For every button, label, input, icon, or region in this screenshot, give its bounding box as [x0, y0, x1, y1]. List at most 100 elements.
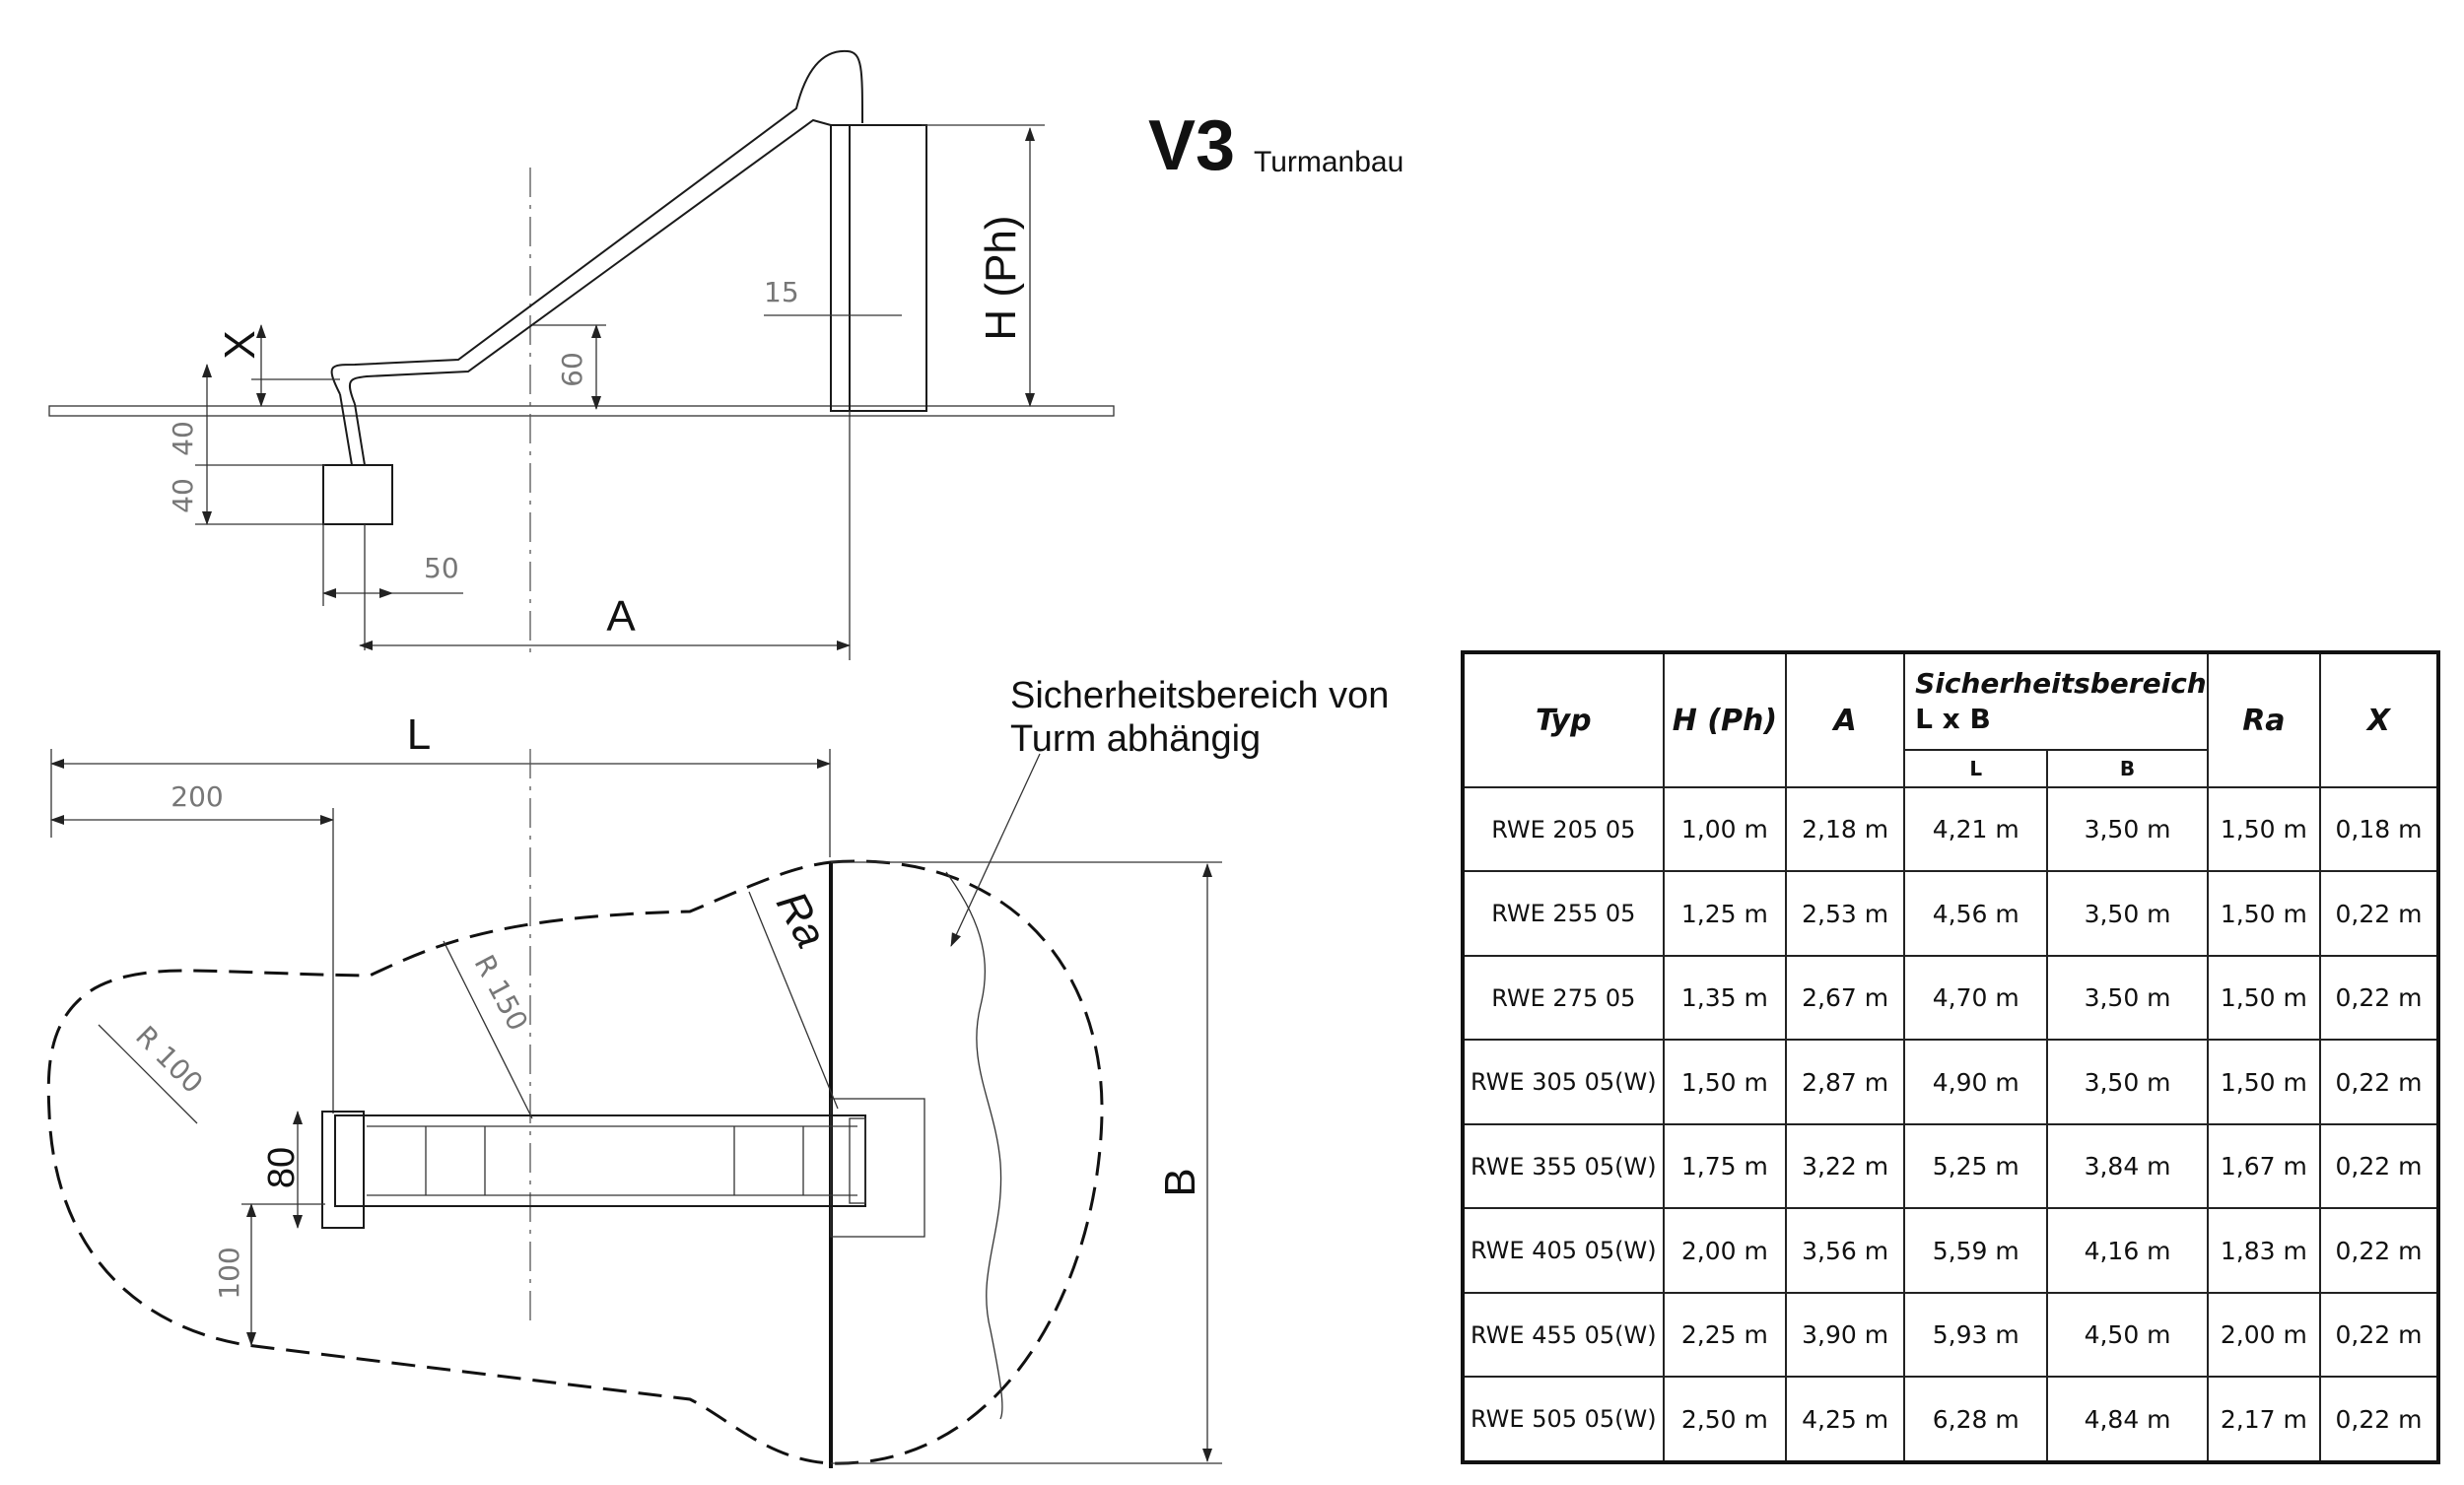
cell-l: 4,21 m	[1903, 785, 2049, 873]
header-typ: Typ	[1462, 651, 1665, 788]
cell-ra: 1,83 m	[2206, 1207, 2322, 1294]
label-b: B	[1156, 1168, 1204, 1196]
cell-h: 1,25 m	[1662, 870, 1788, 957]
cell-h: 1,35 m	[1662, 954, 1788, 1042]
label-ra: Ra	[767, 884, 836, 956]
cell-typ: RWE 455 05(W)	[1462, 1291, 1665, 1379]
label-40-upper: 40	[167, 421, 199, 456]
header-h: H (Ph)	[1662, 651, 1788, 788]
label-r150: R 150	[468, 950, 535, 1037]
r150-leader	[443, 940, 533, 1119]
cell-a: 2,87 m	[1785, 1039, 1906, 1125]
slide-leg-2	[354, 403, 366, 466]
cell-h: 2,25 m	[1662, 1291, 1788, 1379]
cell-b: 4,50 m	[2046, 1291, 2209, 1379]
cell-x: 0,22 m	[2319, 1039, 2439, 1125]
note-line-2: Turm abhängig	[1010, 718, 1261, 760]
side-view: X 60 15 H (Ph) 40 40 50 A	[48, 49, 1115, 660]
cell-a: 2,67 m	[1785, 954, 1906, 1042]
table-row: RWE 305 05(W) 1,50 m 2,87 m 4,90 m 3,50 …	[1462, 1039, 2439, 1125]
label-40-lower: 40	[167, 478, 199, 513]
r100-leader	[98, 1024, 198, 1124]
table-row: RWE 355 05(W) 1,75 m 3,22 m 5,25 m 3,84 …	[1462, 1122, 2439, 1210]
plan-view: L 200 80 100 B Ra	[46, 675, 1389, 1468]
header-b: B	[2046, 749, 2209, 788]
cell-x: 0,22 m	[2319, 1207, 2439, 1294]
label-x: X	[216, 330, 264, 359]
cell-l: 5,59 m	[1903, 1207, 2049, 1294]
slide-plan-outer	[334, 1114, 866, 1207]
cell-typ: RWE 405 05(W)	[1462, 1207, 1665, 1294]
slide-entry	[849, 1117, 866, 1204]
table-row: RWE 205 05 1,00 m 2,18 m 4,21 m 3,50 m 1…	[1462, 785, 2439, 873]
cell-l: 4,56 m	[1903, 870, 2049, 957]
slide-exit-box	[321, 1111, 365, 1229]
slide-outline-inner	[348, 118, 832, 405]
cell-typ: RWE 505 05(W)	[1462, 1376, 1665, 1463]
table-row: RWE 455 05(W) 2,25 m 3,90 m 5,93 m 4,50 …	[1462, 1291, 2439, 1379]
cell-ra: 2,00 m	[2206, 1291, 2322, 1379]
header-sicherheitsbereich: Sicherheitsbereich L x B	[1903, 651, 2209, 751]
ra-leader	[748, 891, 839, 1110]
cell-typ: RWE 255 05	[1462, 870, 1665, 957]
ground-line	[48, 405, 1115, 417]
cell-b: 3,50 m	[2046, 870, 2209, 957]
title-subtitle: Turmanbau	[1254, 146, 1404, 178]
label-l: L	[407, 710, 431, 759]
label-60: 60	[556, 352, 588, 387]
cell-ra: 1,50 m	[2206, 870, 2322, 957]
cell-x: 0,22 m	[2319, 1122, 2439, 1210]
foundation-block	[322, 464, 393, 525]
cell-x: 0,22 m	[2319, 1376, 2439, 1463]
cell-a: 4,25 m	[1785, 1376, 1906, 1463]
cell-b: 3,84 m	[2046, 1122, 2209, 1210]
cell-b: 3,50 m	[2046, 954, 2209, 1042]
cell-h: 1,75 m	[1662, 1122, 1788, 1210]
label-50: 50	[424, 552, 459, 584]
cell-a: 2,18 m	[1785, 785, 1906, 873]
cell-typ: RWE 275 05	[1462, 954, 1665, 1042]
cell-l: 4,70 m	[1903, 954, 2049, 1042]
label-200: 200	[171, 780, 223, 813]
cell-x: 0,22 m	[2319, 1291, 2439, 1379]
cell-x: 0,22 m	[2319, 954, 2439, 1042]
cell-b: 3,50 m	[2046, 785, 2209, 873]
cell-a: 3,56 m	[1785, 1207, 1906, 1294]
cell-ra: 1,67 m	[2206, 1122, 2322, 1210]
cell-a: 3,22 m	[1785, 1122, 1906, 1210]
label-80: 80	[261, 1147, 303, 1188]
table-row: RWE 505 05(W) 2,50 m 4,25 m 6,28 m 4,84 …	[1462, 1376, 2439, 1463]
cell-x: 0,18 m	[2319, 785, 2439, 873]
slide-outline-outer	[330, 49, 863, 395]
title-code: V3	[1148, 106, 1236, 185]
table-row: RWE 275 05 1,35 m 2,67 m 4,70 m 3,50 m 1…	[1462, 954, 2439, 1042]
specification-table: Typ H (Ph) A Sicherheitsbereich L x B Ra…	[1461, 650, 2440, 1464]
header-a: A	[1785, 651, 1906, 788]
cell-b: 3,50 m	[2046, 1039, 2209, 1125]
cell-a: 3,90 m	[1785, 1291, 1906, 1379]
note-line-1: Sicherheitsbereich von	[1010, 675, 1389, 716]
break-line	[945, 871, 1003, 1420]
cell-h: 2,00 m	[1662, 1207, 1788, 1294]
cell-ra: 1,50 m	[2206, 1039, 2322, 1125]
cell-ra: 2,17 m	[2206, 1376, 2322, 1463]
table-row: RWE 255 05 1,25 m 2,53 m 4,56 m 3,50 m 1…	[1462, 870, 2439, 957]
label-r100: R 100	[129, 1020, 209, 1100]
cell-a: 2,53 m	[1785, 870, 1906, 957]
header-lxb: L x B	[1915, 703, 1991, 735]
tower-footprint	[830, 1098, 925, 1238]
cell-ra: 1,50 m	[2206, 785, 2322, 873]
header-sicherheitsbereich-title: Sicherheitsbereich	[1915, 666, 2207, 700]
slide-leg-1	[339, 393, 353, 466]
cell-typ: RWE 205 05	[1462, 785, 1665, 873]
label-a: A	[606, 592, 636, 641]
safety-zone-boundary	[46, 859, 1104, 1465]
cell-h: 2,50 m	[1662, 1376, 1788, 1463]
table-row: RWE 405 05(W) 2,00 m 3,56 m 5,59 m 4,16 …	[1462, 1207, 2439, 1294]
cell-ra: 1,50 m	[2206, 954, 2322, 1042]
cell-l: 5,25 m	[1903, 1122, 2049, 1210]
cell-h: 1,00 m	[1662, 785, 1788, 873]
cell-h: 1,50 m	[1662, 1039, 1788, 1125]
header-l: L	[1903, 749, 2049, 788]
note-arrow	[950, 753, 1041, 947]
